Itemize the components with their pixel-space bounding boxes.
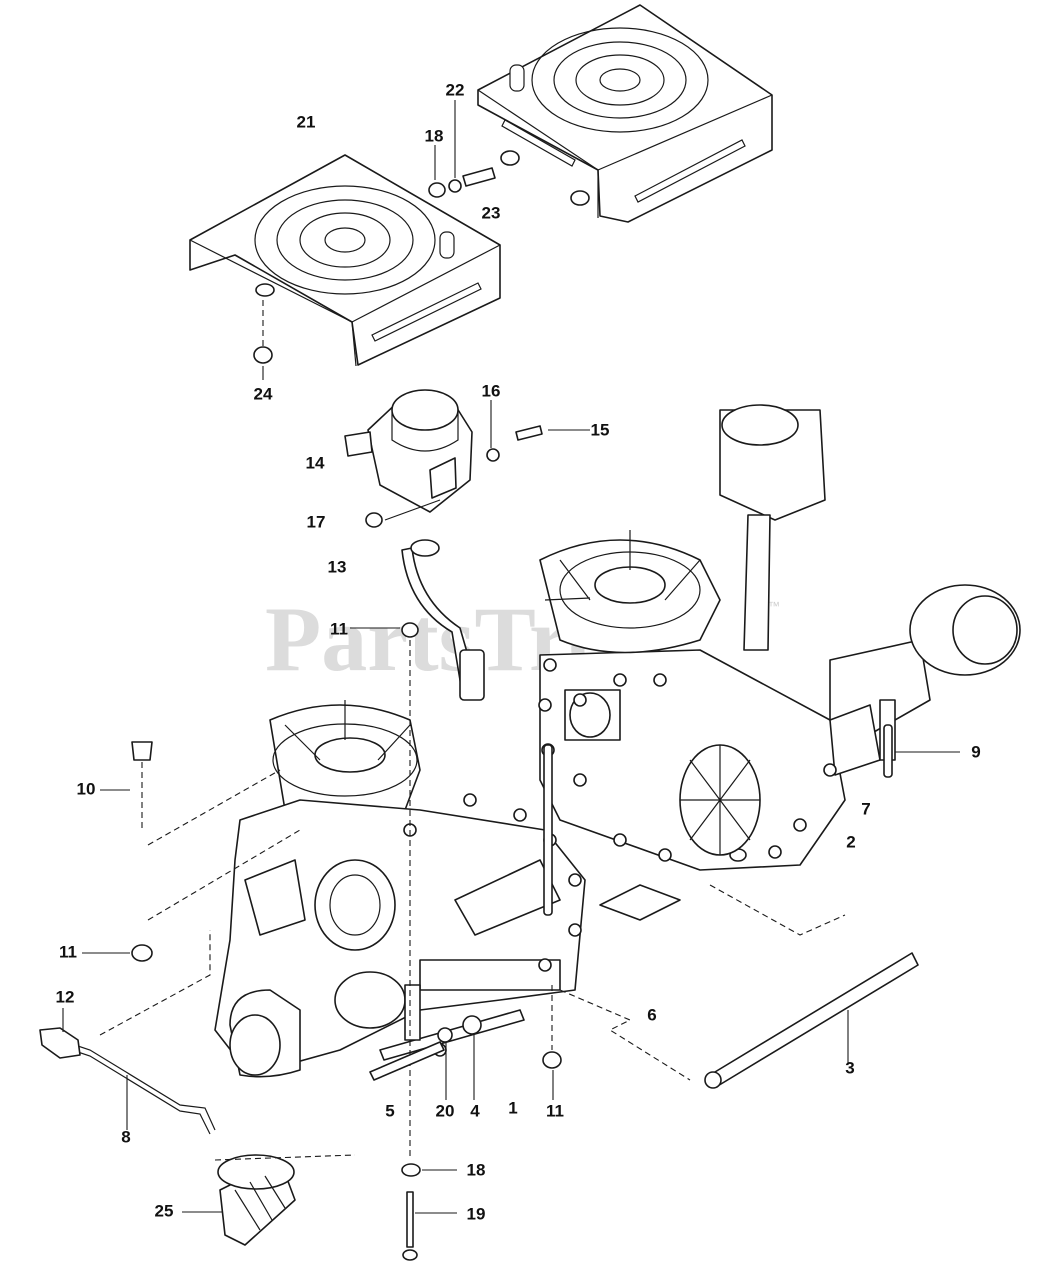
callout-8: 8: [121, 1127, 130, 1146]
callout-11-lower: 11: [546, 1101, 564, 1120]
callout-1: 1: [508, 1098, 517, 1117]
clip[interactable]: [39, 1027, 81, 1059]
callout-9: 9: [971, 742, 980, 761]
bolt-heads-left: [403, 793, 582, 1057]
drive-rod[interactable]: [704, 952, 919, 1089]
transaxle-left[interactable]: [214, 700, 681, 1078]
shroud-hardware: [253, 167, 496, 364]
pin[interactable]: [883, 724, 893, 778]
spacer-20[interactable]: [437, 1027, 453, 1043]
guide-lines: [99, 769, 846, 1161]
long-bolt[interactable]: [401, 622, 421, 1261]
tall-bolt-right[interactable]: [543, 744, 553, 916]
callout-6: 6: [647, 1005, 656, 1024]
callout-labels: 1 2 3 4 5 6 7 8 9 10 11 11 11 12 13 14 1…: [56, 80, 981, 1223]
callout-25: 25: [155, 1201, 174, 1220]
bolt-5[interactable]: [369, 1041, 445, 1081]
callout-3: 3: [845, 1058, 854, 1077]
callout-21: 21: [297, 112, 316, 131]
nut-11-left[interactable]: [131, 944, 153, 962]
bolt-10[interactable]: [131, 741, 153, 830]
callout-11-upper: 11: [330, 619, 348, 638]
callout-20: 20: [436, 1101, 455, 1120]
callout-19: 19: [467, 1204, 486, 1223]
callout-11-left: 11: [59, 942, 77, 961]
linkage-rod[interactable]: [59, 1039, 216, 1135]
callout-13: 13: [328, 557, 347, 576]
callout-5: 5: [385, 1101, 394, 1120]
callout-16: 16: [482, 381, 501, 400]
washer-4[interactable]: [462, 1015, 482, 1035]
transaxle-right[interactable]: [538, 404, 1021, 871]
nut-11-bottom[interactable]: [542, 985, 562, 1069]
fan-shroud-right[interactable]: [477, 4, 773, 223]
callout-15: 15: [591, 420, 610, 439]
watermark-trademark: ™: [768, 599, 780, 613]
callout-14: 14: [306, 453, 325, 472]
oil-filter[interactable]: [217, 1154, 296, 1246]
callout-10: 10: [77, 779, 96, 798]
callout-18-bottom: 18: [467, 1160, 486, 1179]
callout-12: 12: [56, 987, 75, 1006]
callout-17: 17: [307, 512, 326, 531]
callout-18-top: 18: [425, 126, 444, 145]
callout-24: 24: [254, 384, 273, 403]
callout-22: 22: [446, 80, 465, 99]
callout-4: 4: [470, 1101, 480, 1120]
hose[interactable]: [401, 539, 485, 701]
callout-7: 7: [861, 799, 870, 818]
leader-lines: [62, 100, 960, 1214]
callout-2: 2: [846, 832, 855, 851]
expansion-tank[interactable]: [344, 389, 543, 528]
callout-23: 23: [482, 203, 501, 222]
fan-shroud-left[interactable]: [189, 154, 501, 367]
